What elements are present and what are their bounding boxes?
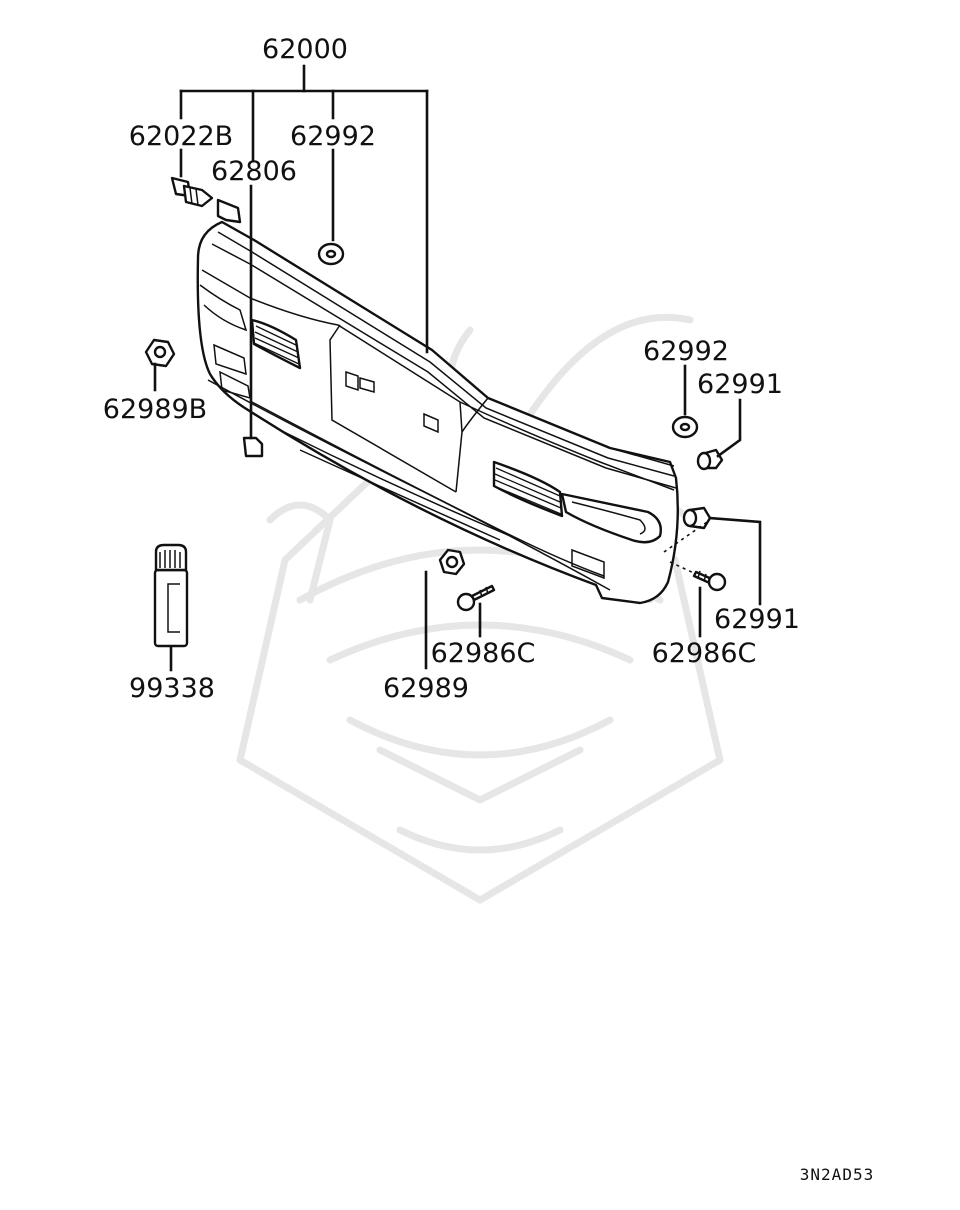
label-62989b: 62989B: [103, 394, 207, 425]
label-62991-top: 62991: [697, 369, 783, 400]
label-62991-lower: 62991: [714, 604, 800, 635]
label-62806: 62806: [211, 156, 297, 187]
touchup-paint-bottle-illustration: [153, 543, 189, 648]
screw-62986c-right-illustration: [692, 570, 727, 592]
nut-62989-center-illustration: [438, 548, 466, 576]
label-62000: 62000: [262, 34, 348, 65]
screw-62991-lower-illustration: [682, 506, 712, 530]
label-62986c-right: 62986C: [652, 638, 757, 669]
drawing-code: 3N2AD53: [800, 1165, 874, 1184]
label-62989: 62989: [383, 673, 469, 704]
label-62986c-center: 62986C: [431, 638, 536, 669]
screw-62991-top-illustration: [696, 448, 724, 471]
label-62022b: 62022B: [129, 121, 233, 152]
label-62992-top: 62992: [290, 121, 376, 152]
washer-62992-top-illustration: [317, 242, 345, 266]
nut-62989b-illustration: [144, 338, 176, 368]
screw-62986c-center-illustration: [456, 584, 496, 612]
clip-62022b-illustration: [170, 176, 214, 208]
label-62992-right: 62992: [643, 336, 729, 367]
washer-62992-right-illustration: [671, 415, 699, 439]
bumper-assembly-illustration: [196, 198, 679, 605]
leader-lines: [153, 64, 762, 672]
part-labels: 62000 62022B 62992 62806 62989B 62992 62…: [103, 34, 874, 1184]
label-99338: 99338: [129, 673, 215, 704]
